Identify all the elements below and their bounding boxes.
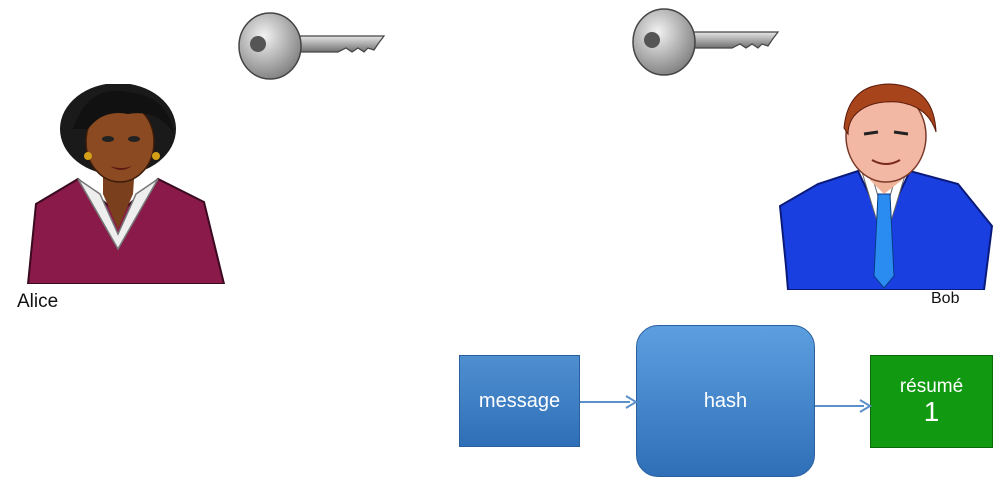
hash-label: hash (703, 389, 748, 412)
result-box: résumé 1 (870, 355, 993, 448)
arrow-message-to-hash (580, 395, 638, 409)
arrow-hash-to-result (815, 399, 872, 413)
hash-box: hash (636, 325, 815, 477)
alice-avatar (26, 84, 226, 284)
bob-avatar (778, 83, 994, 290)
message-box: message (459, 355, 580, 447)
alice-label: Alice (17, 291, 59, 312)
result-label: résumé (899, 376, 964, 397)
bob-label: Bob (931, 290, 960, 307)
key-icon (238, 12, 386, 80)
key-icon (632, 8, 780, 76)
result-number: 1 (923, 396, 940, 427)
message-label: message (478, 389, 561, 412)
